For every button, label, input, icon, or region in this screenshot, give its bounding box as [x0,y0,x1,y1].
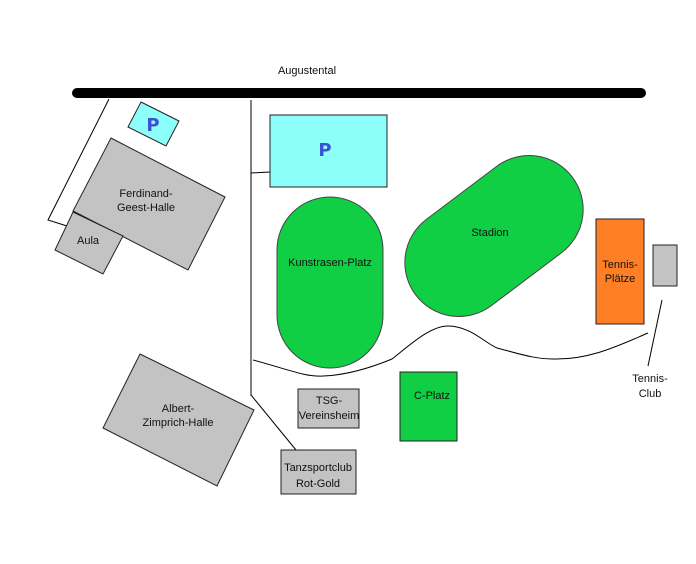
building-tanzsportclub [280,449,357,495]
cplatz-label: C-Platz [414,390,450,402]
aula-label: Aula [77,235,100,247]
path-curve [252,325,649,377]
building-albert-zimprich-halle [102,353,255,487]
stadion-label: Stadion [471,227,508,239]
albert-label-1: Albert- [162,403,195,415]
tsg-label-2: Vereinsheim [299,410,360,422]
field-stadion [404,155,584,317]
parking-large [269,114,388,188]
tanz-label-2: Rot-Gold [296,478,340,490]
path-to-parking [250,171,271,174]
ferdinand-label-2: Geest-Halle [117,202,175,214]
tsg-label-1: TSG- [316,395,343,407]
field-kunstrasen-platz [276,196,384,369]
path-left [47,98,110,227]
field-c-platz [399,371,458,442]
tennis-club-label-2: Club [639,388,662,400]
parking-small-label: P [146,115,159,136]
parking-large-label: P [318,140,331,161]
building-aula [54,211,124,275]
building-tsg-vereinsheim [297,388,360,429]
building-ferdinand-geest-halle [72,137,226,271]
ferdinand-label-1: Ferdinand- [119,188,173,200]
kunstrasen-label: Kunstrasen-Platz [288,257,372,269]
tennis-plaetze [595,218,645,325]
tanz-label-1: Tanzsportclub [284,462,352,474]
building-tennis-club [652,244,678,287]
path-tanzsport [250,394,297,451]
tennis-label-2: Plätze [605,273,636,285]
tennis-label-1: Tennis- [602,259,638,271]
road-label: Augustental [278,65,336,77]
path-tennis-club [647,299,663,367]
albert-label-2: Zimprich-Halle [143,417,214,429]
parking-small [127,101,180,147]
tennis-club-label-1: Tennis- [632,373,668,385]
